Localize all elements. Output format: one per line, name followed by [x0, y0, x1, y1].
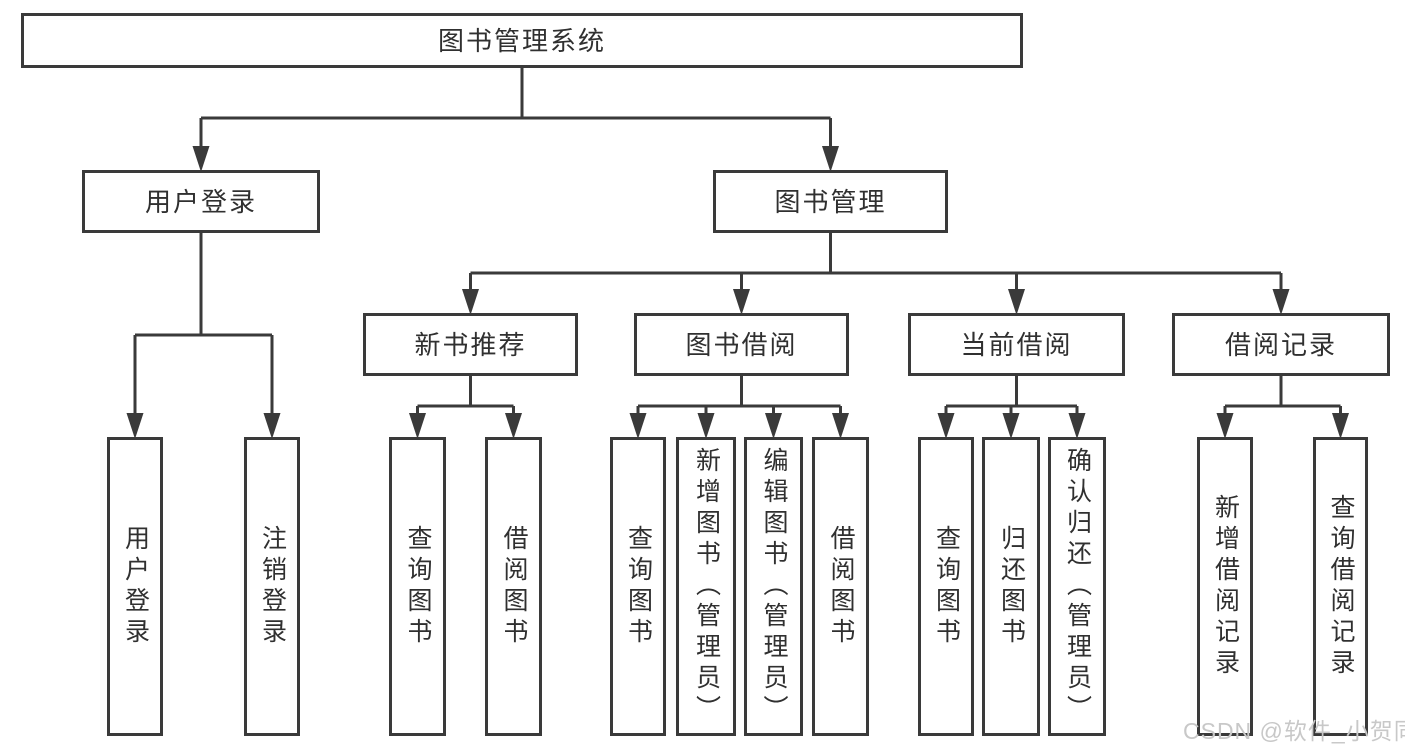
node-logout-leaf: 注销登录	[244, 437, 300, 736]
node-label: 新增图书（管理员）	[692, 447, 721, 726]
node-label: 借阅图书	[500, 524, 528, 649]
node-book-mgmt: 图书管理	[713, 170, 948, 233]
node-label: 图书借阅	[685, 329, 798, 360]
node-add-borrow-record: 新增借阅记录	[1197, 437, 1253, 736]
node-edit-book-admin: 编辑图书（管理员）	[744, 437, 803, 736]
node-label: 图书管理	[774, 186, 887, 217]
watermark: CSDN @软件_小贺同学	[1183, 718, 1405, 744]
node-label: 用户登录	[121, 524, 150, 649]
node-label: 图书管理系统	[437, 25, 606, 56]
node-label: 确认归还（管理员）	[1063, 447, 1092, 726]
node-current-borrow: 当前借阅	[908, 313, 1125, 376]
node-borrow-book-2: 借阅图书	[812, 437, 869, 736]
node-label: 查询图书	[624, 524, 653, 649]
node-label: 当前借阅	[960, 329, 1073, 360]
node-add-book-admin: 新增图书（管理员）	[676, 437, 736, 736]
node-label: 归还图书	[997, 524, 1026, 649]
node-label: 查询图书	[404, 524, 432, 649]
node-label: 编辑图书（管理员）	[760, 447, 788, 726]
node-label: 查询图书	[932, 524, 961, 649]
node-query-books-1: 查询图书	[389, 437, 446, 736]
node-label: 注销登录	[258, 524, 287, 649]
node-borrow-records: 借阅记录	[1172, 313, 1390, 376]
node-new-book-rec: 新书推荐	[363, 313, 578, 376]
node-return-book: 归还图书	[982, 437, 1040, 736]
node-borrow-book-1: 借阅图书	[485, 437, 542, 736]
node-root: 图书管理系统	[21, 13, 1023, 68]
node-label: 借阅图书	[827, 524, 855, 649]
node-label: 新增借阅记录	[1211, 493, 1240, 680]
node-user-login-leaf: 用户登录	[107, 437, 163, 736]
node-user-login: 用户登录	[82, 170, 320, 233]
node-query-borrow-record: 查询借阅记录	[1313, 437, 1368, 736]
node-query-books-3: 查询图书	[918, 437, 974, 736]
node-label: 查询借阅记录	[1327, 493, 1355, 680]
node-label: 用户登录	[144, 186, 257, 217]
node-book-borrow: 图书借阅	[634, 313, 849, 376]
node-label: 新书推荐	[414, 329, 527, 360]
node-confirm-return-admin: 确认归还（管理员）	[1048, 437, 1106, 736]
node-label: 借阅记录	[1224, 329, 1337, 360]
node-query-books-2: 查询图书	[610, 437, 666, 736]
